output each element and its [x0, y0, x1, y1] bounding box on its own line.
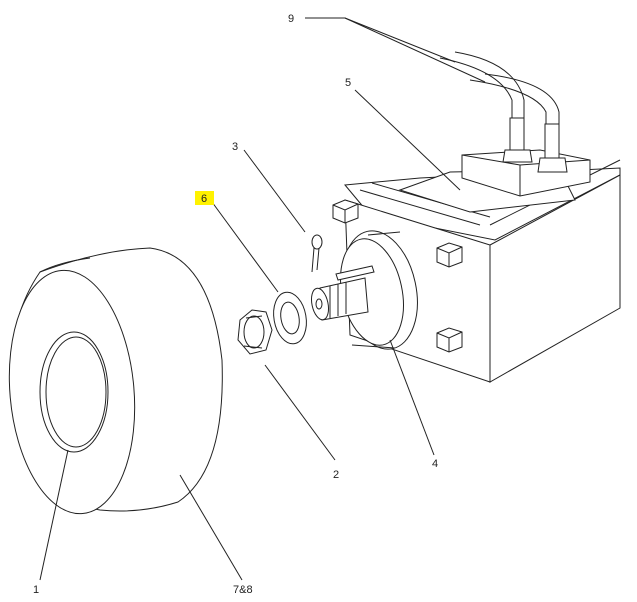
callout-7-8: 7&8	[233, 584, 253, 596]
callout-4: 4	[432, 458, 438, 470]
hose-fitting-right	[537, 123, 568, 173]
callout-3: 3	[232, 141, 238, 153]
wheel-hub	[340, 230, 418, 350]
callout-9: 9	[288, 13, 294, 25]
callout-1: 1	[33, 584, 39, 596]
housing-bolt-bottom-right	[436, 327, 463, 353]
cotter-pin	[311, 234, 323, 273]
hose-fitting-left	[502, 117, 533, 163]
motor-shaft	[310, 265, 375, 321]
wheel-tire	[8, 247, 223, 515]
leader-lines	[39, 17, 486, 581]
washer	[273, 291, 307, 345]
housing-bolt-top-right	[436, 242, 463, 268]
housing-bolt-top-left	[332, 199, 359, 224]
callout-2: 2	[333, 469, 339, 481]
hydraulic-hoses	[439, 51, 560, 124]
castle-nut	[237, 309, 273, 355]
callout-6-highlight	[195, 191, 214, 205]
callout-5: 5	[345, 77, 351, 89]
callout-6: 6	[201, 193, 207, 205]
